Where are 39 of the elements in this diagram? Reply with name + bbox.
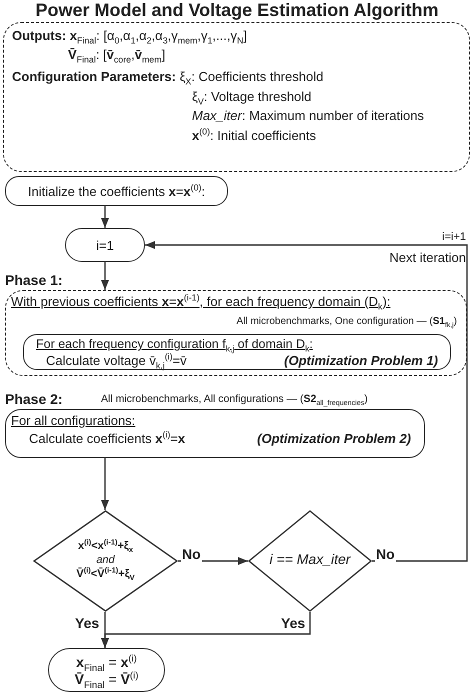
node-text: i=1: [95, 238, 115, 254]
annotation-text: All microbenchmarks, One configuration — (S1$_{fk,j}$): [236, 316, 457, 328]
node-text: (Optimization Problem 2): [257, 431, 411, 447]
diagram-title: Power Model and Voltage Estimation Algorithm: [34, 0, 440, 22]
node-text: (Optimization Problem 1): [284, 353, 438, 369]
process-box: [48, 648, 165, 692]
arrow: [101, 458, 109, 510]
process-box: [23, 334, 451, 370]
condition-text: i == Max_iter: [268, 551, 352, 568]
edge-label: No: [375, 546, 396, 563]
node-text: Max_iter: Maximum number of iterations: [192, 108, 424, 124]
node-text: Calculate coefficients x$^{(i)}$=x: [29, 431, 186, 447]
node-text: For all configurations:: [11, 413, 136, 429]
arrow: [145, 241, 468, 562]
process-box: [65, 228, 145, 262]
arrow: [178, 557, 248, 565]
arrow: [101, 612, 311, 648]
node-text: V̄$_{Final}$: [v̄$_{core}$,v̄$_{mem}$]: [68, 47, 166, 63]
node-text: Initialize the coefficients x=x$^{(0)}$:: [26, 184, 206, 200]
phase-heading: Phase 2:: [5, 391, 63, 408]
parameters-box: [3, 22, 470, 172]
iteration-label: i=i+1: [442, 231, 466, 244]
node-text: Outputs: x$_{Final}$: [α$_{0}$,α$_{1}$,α$_{2}$,α$_{3}$,γ$_{mem}$,γ$_{1}$,...,γ$_{N}$]: [12, 28, 247, 44]
process-box: [5, 176, 228, 206]
condition-text: x$^{(i)}$<x$^{(i-1)}$+ξ$_{x}$ and V̄$^{(i)}$<V̄$^{(i-1)}$+ξ$_{V}$: [75, 540, 136, 582]
node-text: ξ$_{V}$: Voltage threshold: [192, 89, 312, 105]
node-text: x$^{(0)}$: Initial coefficients: [192, 128, 316, 144]
node-text: Calculate voltage v̄$_{k,j}$$^{(i)}$=v̄: [46, 353, 187, 369]
node-text: For each frequency configuration f$_{k,j}$ of domain D$_{k}$:: [36, 337, 313, 352]
node-text: V̄$_{Final}$ = V̄$^{(i)}$: [74, 671, 140, 688]
node-text: With previous coefficients x=x$^{(i-1)}$, for each frequency domain (D$_{k}$):: [11, 294, 390, 310]
annotation-text: All microbenchmarks, All configurations — (S2$_{all_frequencies}$): [101, 393, 368, 406]
edge-label: No: [181, 546, 202, 563]
node-text: x$_{Final}$ = x$^{(i)}$: [76, 654, 137, 671]
arrow: [101, 206, 109, 228]
phase-heading: Phase 1:: [5, 272, 63, 289]
node-text: Configuration Parameters: ξ$_{X}$: Coefficients threshold: [12, 69, 324, 85]
arrow: [101, 262, 109, 290]
iteration-label: Next iteration: [389, 250, 466, 266]
